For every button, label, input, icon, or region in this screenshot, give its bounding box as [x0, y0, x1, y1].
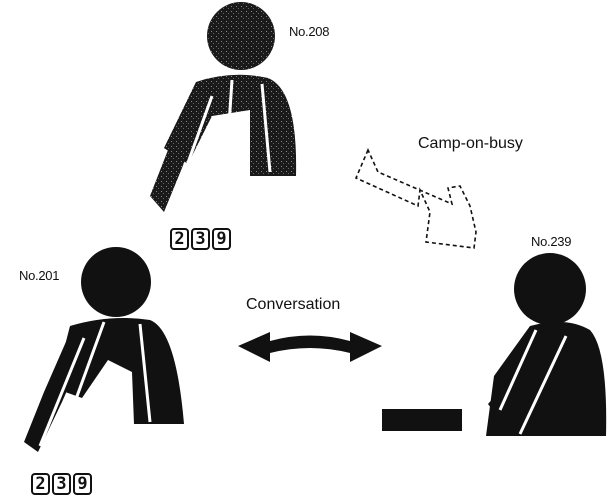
person-right-head: [514, 253, 586, 325]
double-arrow-icon: [238, 332, 382, 362]
person-right: [486, 253, 607, 436]
person-top: [150, 2, 297, 212]
key-digit: 3: [52, 473, 71, 495]
person-top-head: [207, 2, 275, 70]
key-digit: 9: [212, 228, 231, 250]
person-top-arm: [150, 84, 212, 212]
key-digit: 2: [31, 473, 50, 495]
key-digit: 2: [170, 228, 189, 250]
conversation-label: Conversation: [246, 296, 341, 313]
extension-201-label: No.201: [19, 268, 60, 283]
keypad-top: 2 3 9: [170, 228, 231, 250]
camp-on-busy-label: Camp-on-busy: [418, 135, 523, 152]
key-digit: 9: [73, 473, 92, 495]
keypad-bottom: 2 3 9: [31, 473, 92, 495]
person-left-head: [81, 247, 151, 317]
extension-208-label: No.208: [289, 24, 330, 39]
person-left: [24, 247, 184, 452]
desk-icon: [382, 409, 462, 431]
extension-239-label: No.239: [531, 234, 572, 249]
dashed-arrow-icon: [354, 148, 477, 249]
key-digit: 3: [191, 228, 210, 250]
